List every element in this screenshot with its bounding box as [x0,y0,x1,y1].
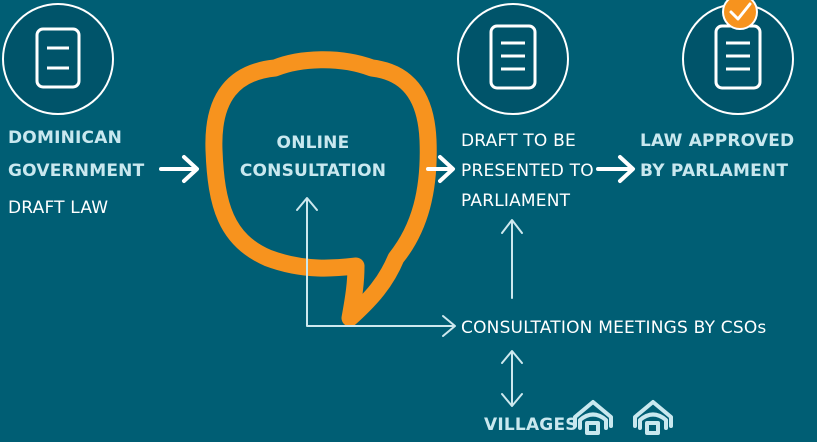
arrow-government-to-consultation [159,155,199,183]
government-title-line1: DOMINICAN [8,128,123,148]
government-subtitle: DRAFT LAW [8,198,109,218]
villages-label: VILLAGES [484,415,578,435]
feedback-connector [296,197,456,337]
speech-bubble-icon [205,51,437,327]
consultation-title-line2: CONSULTATION [239,161,387,181]
draft-document-icon [457,3,569,115]
approved-title-line1: LAW APPROVED [640,131,795,151]
approved-title-line2: BY PARLAMENT [640,161,789,181]
meetings-label: CONSULTATION MEETINGS BY CSOs [461,318,767,338]
draft-title-line1: DRAFT TO BE [461,131,576,151]
government-document-icon [2,3,114,115]
checkmark-icon [722,0,758,30]
draft-title-line3: PARLIAMENT [461,191,571,211]
house-icon [573,400,613,435]
house-icon [633,400,673,435]
arrow-consultation-to-draft [426,155,455,183]
draft-title-line2: PRESENTED TO [461,161,594,181]
consultation-title-line1: ONLINE [276,133,350,153]
arrow-draft-to-approved [596,155,635,183]
arrow-meetings-to-draft [501,219,523,299]
arrow-villages-meetings [501,350,523,407]
government-title-line2: GOVERNMENT [8,161,145,181]
